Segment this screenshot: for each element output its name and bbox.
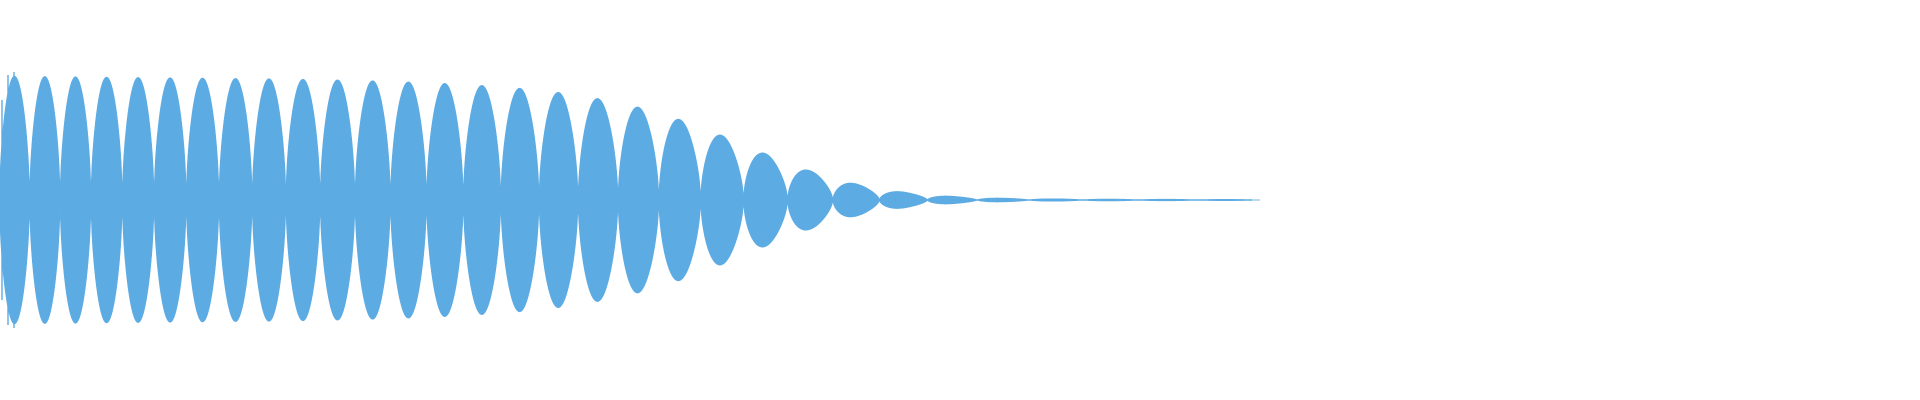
waveform-fill bbox=[0, 75, 1253, 325]
waveform-onset bbox=[1, 72, 18, 328]
